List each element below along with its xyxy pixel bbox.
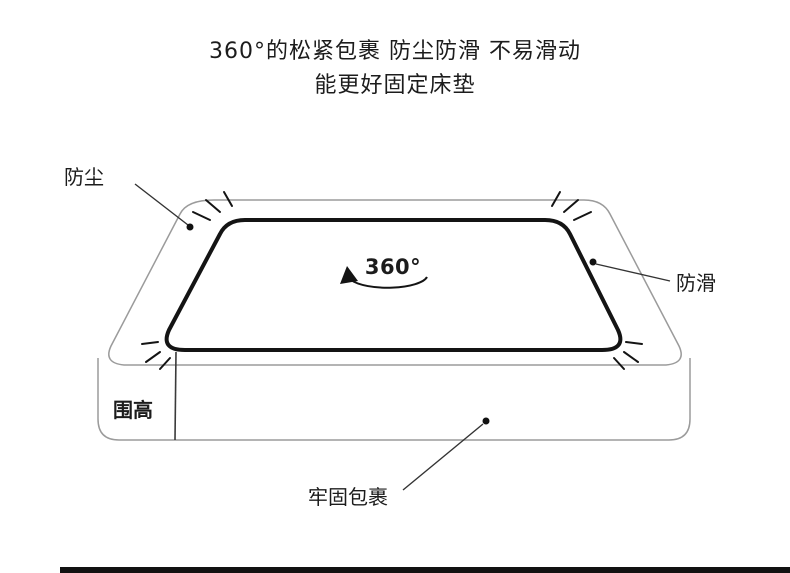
label-side-height: 围高 [113, 398, 153, 422]
dustproof-connector-line [134, 183, 189, 226]
antislip-dot [589, 258, 597, 266]
antislip-connector-line [595, 263, 671, 282]
headline-line2: 能更好固定床垫 [314, 73, 476, 98]
label-rotation-360: 360° [364, 255, 422, 279]
mattress-top-outline [108, 199, 682, 366]
mattress-side-outline [97, 358, 691, 441]
fitted-sheet-outline [164, 218, 623, 352]
firmwrap-connector-line [402, 423, 484, 491]
label-dustproof: 防尘 [64, 165, 104, 189]
label-connectors [134, 183, 671, 491]
label-firm-wrap: 牢固包裹 [308, 485, 388, 509]
label-antislip: 防滑 [676, 271, 716, 295]
connector-dots [186, 223, 597, 425]
side-height-divider-line [174, 351, 177, 441]
headline-line1: 360°的松紧包裹 防尘防滑 不易滑动 [209, 39, 581, 64]
next-section-edge [60, 567, 790, 573]
dustproof-dot [186, 223, 194, 231]
rotation-arrow-icon [340, 266, 428, 289]
firmwrap-dot [482, 417, 490, 425]
corner-crease-marks [141, 191, 643, 370]
